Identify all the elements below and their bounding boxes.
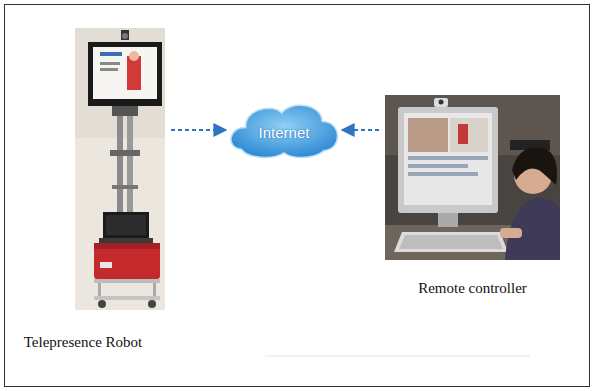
cloud-node: Internet: [228, 100, 340, 160]
controller-node: Remote controller: [385, 95, 560, 260]
controller-picture: [385, 95, 560, 260]
robot-picture: [75, 28, 165, 310]
network-arrow: [342, 129, 379, 131]
cloud-label: Internet: [259, 124, 310, 141]
outer-frame: [5, 5, 590, 387]
faint-rule: [265, 356, 530, 357]
network-arrow: [171, 129, 226, 131]
robot-node: Telepresence Robot: [75, 28, 165, 310]
picture-caption: Telepresence Robot: [3, 334, 163, 351]
picture-caption: Remote controller: [385, 280, 560, 297]
